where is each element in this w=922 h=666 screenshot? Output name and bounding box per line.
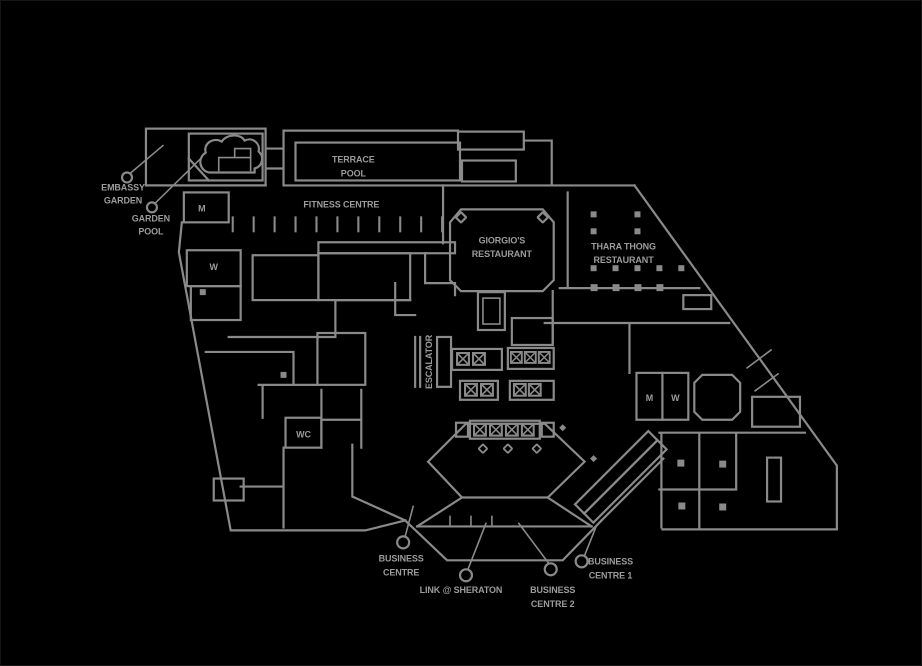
business-centre-label-1: BUSINESS: [379, 553, 424, 563]
elevator-icon: [472, 422, 487, 437]
giorgios-label-1: GIORGIO'S: [479, 235, 526, 245]
garden-pool-label-2: POOL: [138, 226, 164, 236]
bottom-right-rooms: [658, 431, 807, 529]
terrace-pool-label-2: POOL: [341, 168, 367, 178]
elevator-icon: [488, 422, 503, 437]
thara-thong-label-2: RESTAURANT: [593, 255, 654, 265]
atrium-hexagon: [415, 419, 598, 528]
giorgios-restaurant: GIORGIO'S RESTAURANT: [448, 208, 555, 293]
link-walkway-ticks: [449, 515, 493, 528]
fitness-centre-area: FITNESS CENTRE: [222, 199, 458, 255]
garden-pool-step: [217, 147, 252, 172]
elevator-icon: [523, 350, 537, 364]
embassy-garden-block: [144, 127, 267, 187]
column-diamond-icon: [477, 443, 488, 454]
garden-pool-callout: GARDEN POOL: [132, 157, 202, 236]
elevator-icon: [527, 382, 542, 397]
business-centre-callout: BUSINESS CENTRE: [379, 505, 424, 577]
terrace-pool-label-1: TERRACE: [332, 155, 375, 165]
business-centre-1-label-2: CENTRE 1: [589, 570, 633, 580]
fitness-window-band: [317, 241, 457, 255]
elevator-icon: [504, 422, 519, 437]
stair-icon: [682, 294, 713, 311]
wc-room: [284, 416, 323, 449]
fitness-centre-label: FITNESS CENTRE: [303, 199, 379, 209]
business-centre-2-label-2: CENTRE 2: [531, 599, 575, 609]
right-rooms: M W: [635, 348, 802, 428]
womens-right-label: W: [671, 393, 680, 403]
womens-left-label: W: [210, 262, 219, 272]
escalator-label: ESCALATOR: [424, 334, 434, 389]
elevator-icon: [463, 382, 478, 397]
garden-pool-label-1: GARDEN: [132, 213, 170, 223]
business-centre-1-label-1: BUSINESS: [588, 556, 633, 566]
link-sheraton-label: LINK @ SHERATON: [420, 585, 503, 595]
thara-thong-restaurant: THARA THONG RESTAURANT: [543, 191, 731, 374]
fitness-column-row: [222, 216, 458, 233]
outer-boundary-wall: [177, 183, 838, 532]
stair-icon: [765, 456, 783, 503]
business-centre-2-label-1: BUSINESS: [530, 585, 575, 595]
column-diamond-icon: [502, 443, 513, 454]
stair-icon: [212, 477, 245, 502]
embassy-garden-label-1: EMBASSY: [101, 182, 145, 192]
business-centre-2-callout: BUSINESS CENTRE 2: [517, 522, 575, 609]
mid-left-rooms: [227, 184, 457, 339]
giorgios-label-2: RESTAURANT: [472, 249, 533, 259]
elevator-icon: [512, 382, 527, 397]
mens-left-label: M: [198, 203, 205, 213]
escalator-ramp-icon: [573, 429, 669, 525]
thara-thong-label-1: THARA THONG: [591, 241, 656, 251]
elevator-icon: [471, 351, 486, 366]
elevator-icon: [520, 422, 535, 437]
elevator-icon: [509, 350, 523, 364]
garden-pool-shape: [199, 134, 264, 174]
wc-label: WC: [296, 430, 311, 440]
escalator-zone: ESCALATOR: [414, 334, 453, 389]
column-diamond-icon: [531, 443, 542, 454]
business-centre-label-2: CENTRE: [383, 567, 419, 577]
mens-right-label: M: [646, 393, 653, 403]
elevator-icon: [537, 350, 551, 364]
pool-house-chamfer: [187, 156, 211, 183]
lower-left-rooms: WC: [204, 331, 407, 529]
left-rooms: M W: [182, 191, 242, 322]
embassy-garden-label-2: GARDEN: [104, 195, 142, 205]
elevator-icon: [479, 382, 494, 397]
terrace-pool-block: TERRACE POOL: [144, 129, 636, 187]
link-sheraton-callout: LINK @ SHERATON: [420, 522, 503, 595]
embassy-garden-callout: EMBASSY GARDEN: [101, 144, 165, 205]
roof-stair-icon: [456, 130, 525, 151]
octagon-room: [693, 373, 742, 421]
elevator-icon: [456, 351, 470, 366]
elevator-cores: [450, 291, 555, 401]
business-centre-1-callout: BUSINESS CENTRE 1: [574, 524, 633, 580]
link-walkway-wall: [403, 518, 604, 562]
